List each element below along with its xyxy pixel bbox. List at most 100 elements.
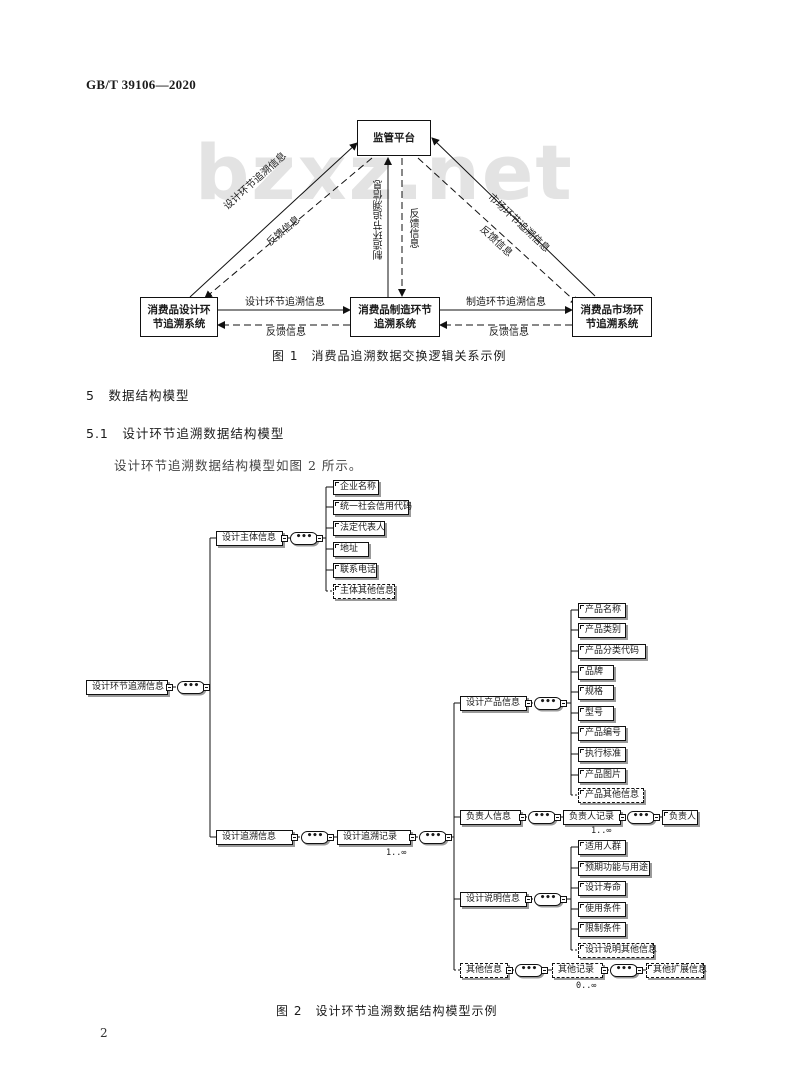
sequence-icon: ••• [610,964,643,977]
leaf-product-other: 产品其他信息 [578,788,644,803]
node-product-info: 设计产品信息 [460,696,532,711]
sequence-icon: ••• [301,831,334,844]
leaf-address: 地址 [333,542,369,557]
node-responsible-info-label: 负责人信息 [466,812,512,822]
leaf-product-image: 产品图片 [578,768,626,783]
leaf-restrictions: 限制条件 [578,922,626,937]
box-manufacturing-system: 消费品制造环节追溯系统 [350,297,440,337]
collapse-icon [445,834,452,841]
leaf-design-life: 设计寿命 [578,881,626,896]
leaf-use-conditions: 使用条件 [578,902,626,917]
node-root-label: 设计环节追溯信息 [92,682,165,692]
collapse-icon [525,700,532,707]
leaf-model: 型号 [578,706,614,721]
node-subject-info: 设计主体信息 [216,531,288,546]
figure1-arrows [189,137,596,329]
leaf-brand: 品牌 [578,665,614,680]
leaf-company-name: 企业名称 [333,480,379,495]
node-responsible-info: 负责人信息 [460,810,526,825]
leaf-phone: 联系电话 [333,563,377,578]
sequence-icon: ••• [528,811,561,824]
sequence-icon: ••• [419,831,452,844]
collapse-icon [636,967,643,974]
sequence-icon: ••• [515,964,548,977]
collapse-icon [619,814,626,821]
collapse-icon [554,814,561,821]
collapse-icon [166,684,173,691]
node-responsible-record: 负责人记录 [563,810,626,825]
label-h-left-bottom: 反馈信息 [266,327,306,338]
leaf-instructions-other: 设计说明其他信息 [578,943,657,958]
label-h-left-top: 设计环节追溯信息 [245,297,325,308]
section-5-heading: 5 数据结构模型 [86,388,190,403]
cardinality-other-record: 0..∞ [576,981,597,991]
leaf-product-category-code: 产品分类代码 [578,644,646,659]
label-h-right-bottom: 反馈信息 [489,327,529,338]
leaf-product-number: 产品编号 [578,726,626,741]
label-h-right-top: 制造环节追溯信息 [466,297,546,308]
leaf-product-category: 产品类别 [578,623,626,638]
figure1-caption: 图 1 消费品追溯数据交换逻辑关系示例 [272,349,507,363]
node-instructions-info: 设计说明信息 [460,892,532,907]
node-responsible-record-label: 负责人记录 [569,812,615,822]
sequence-icon: ••• [177,681,210,694]
node-subject-info-label: 设计主体信息 [222,533,277,543]
cardinality-responsible-record: 1..∞ [591,826,612,836]
collapse-icon [281,535,288,542]
collapse-icon [316,535,323,542]
node-trace-info: 设计追溯信息 [216,830,298,845]
arrow-top-to-right [417,157,579,305]
collapse-icon [560,896,567,903]
sequence-icon: ••• [534,697,567,710]
box-market-system: 消费品市场环节追溯系统 [572,297,652,337]
node-other-info: 其他信息 [460,963,513,978]
collapse-icon [409,834,416,841]
node-root: 设计环节追溯信息 [86,680,173,695]
node-other-record: 其他记录 [552,963,608,978]
arrow-top-to-left [204,157,373,299]
node-trace-info-label: 设计追溯信息 [222,832,277,842]
leaf-specification: 规格 [578,685,614,700]
arrow-right-to-top [431,137,596,297]
box-design-system: 消费品设计环节追溯系统 [140,297,218,337]
sequence-icon: ••• [290,532,323,545]
figure2-connectors [168,486,662,971]
collapse-icon [519,814,526,821]
collapse-icon [203,684,210,691]
box-regulatory-platform: 监管平台 [357,120,431,156]
collapse-icon [506,967,513,974]
collapse-icon [653,814,660,821]
node-trace-record: 设计追溯记录 [337,830,416,845]
cardinality-trace-record: 1..∞ [386,848,407,858]
leaf-credit-code: 统一社会信用代码 [333,500,412,515]
collapse-icon [560,700,567,707]
arrow-left-to-top [189,142,358,298]
leaf-target-users: 适用人群 [578,840,626,855]
collapse-icon [327,834,334,841]
standard-code: GB/T 39106—2020 [86,77,197,92]
sequence-icon: ••• [534,893,567,906]
leaf-product-name: 产品名称 [578,603,626,618]
node-product-info-label: 设计产品信息 [466,698,521,708]
leaf-subject-other: 主体其他信息 [333,584,395,599]
page-number: 2 [100,1026,108,1040]
paragraph: 设计环节追溯数据结构模型如图 2 所示。 [114,458,363,473]
collapse-icon [525,896,532,903]
leaf-standard: 执行标准 [578,747,626,762]
label-middle-up: 制造环节追溯信息 [374,180,385,260]
collapse-icon [541,967,548,974]
node-instructions-info-label: 设计说明信息 [466,894,521,904]
leaf-intended-function: 预期功能与用途 [578,861,650,876]
label-middle-down: 反馈信息 [407,208,418,248]
node-other-record-label: 其他记录 [558,965,595,975]
sequence-icon: ••• [627,811,660,824]
leaf-other-extension: 其他扩展信息 [646,963,707,978]
leaf-legal-representative: 法定代表人 [333,521,385,536]
collapse-icon [291,834,298,841]
figure2-caption: 图 2 设计环节追溯数据结构模型示例 [276,1004,498,1018]
node-trace-record-label: 设计追溯记录 [343,832,398,842]
leaf-responsible-person: 负责人 [662,810,698,825]
collapse-icon [601,967,608,974]
node-other-info-label: 其他信息 [466,965,503,975]
section-5-1-heading: 5.1 设计环节追溯数据结构模型 [86,426,285,441]
